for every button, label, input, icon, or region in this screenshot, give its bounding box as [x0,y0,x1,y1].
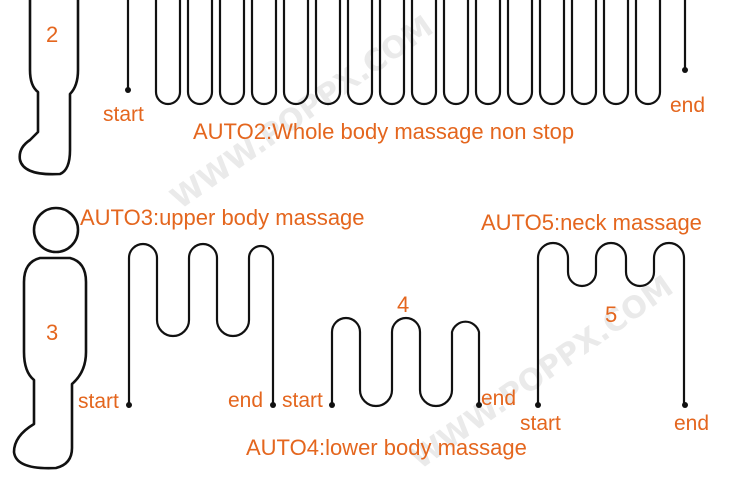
massage-path-auto3 [127,242,275,407]
body-silhouette-top [18,0,80,176]
caption-auto4: AUTO4:lower body massage [246,435,527,460]
start-point-auto4 [329,402,335,408]
end-point-auto4 [476,402,482,408]
zone-number-3: 3 [46,320,58,345]
start-label-auto3: start [78,390,119,413]
start-point-auto3 [126,402,132,408]
start-label-auto5: start [520,412,561,435]
start-point-auto5 [535,402,541,408]
end-label-auto2: end [670,94,705,117]
end-point-auto5 [682,402,688,408]
zone-number-4: 4 [397,292,409,317]
start-point-auto2 [125,87,131,93]
svg-text:WWW.POPPX.COM: WWW.POPPX.COM [165,9,440,216]
start-label-auto2: start [103,103,144,126]
zone-number-5: 5 [605,302,617,327]
massage-path-auto2 [126,0,687,106]
end-label-auto3: end [228,389,263,412]
body-silhouette-bottom [12,256,88,470]
massage-path-auto5 [536,241,686,407]
title-auto3: AUTO3:upper body massage [80,205,365,230]
title-auto5: AUTO5:neck massage [481,210,702,235]
caption-auto2: AUTO2:Whole body massage non stop [193,119,574,144]
body-head [32,206,80,254]
start-label-auto4: start [282,389,323,412]
massage-path-auto4 [330,316,481,408]
end-point-auto2 [682,67,688,73]
end-point-auto3 [270,402,276,408]
zone-number-2: 2 [46,22,58,47]
end-label-auto4: end [481,387,516,410]
end-label-auto5: end [674,412,709,435]
